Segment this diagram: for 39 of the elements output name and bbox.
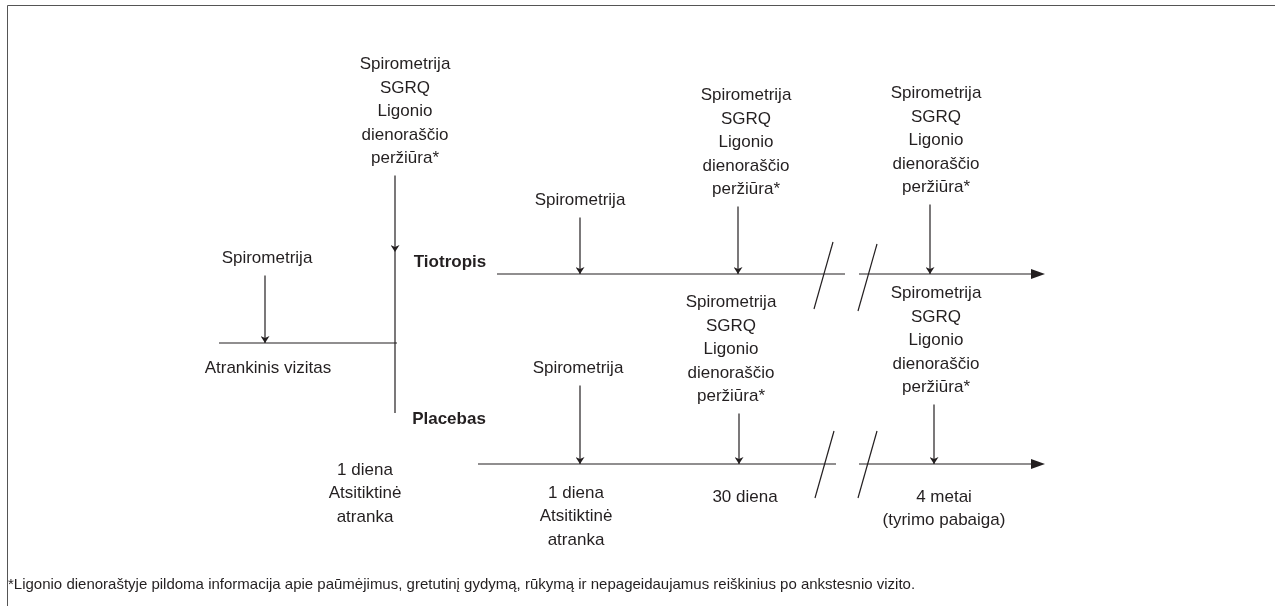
measurement-text: SGRQ xyxy=(704,314,758,337)
arrow xyxy=(576,216,584,275)
measurement-text: Spirometrija xyxy=(699,84,793,106)
arrow xyxy=(930,403,938,465)
arm-label: Tiotropis xyxy=(412,251,488,273)
measurement-text: Spirometrija xyxy=(220,247,314,269)
arrow xyxy=(735,412,743,465)
timepoint-label: (tyrimo pabaiga) xyxy=(881,509,1007,531)
measurement-text: SGRQ xyxy=(719,107,773,130)
timepoint-label: Atsitiktinė atranka xyxy=(538,505,614,551)
measurement-text: SGRQ xyxy=(378,76,432,99)
timeline xyxy=(478,459,1045,469)
measurement-text: Ligonio dienoraščio peržiūra* xyxy=(891,129,981,198)
arrow xyxy=(261,274,269,344)
timepoint-label: Atrankinis vizitas xyxy=(203,357,333,379)
arrow xyxy=(391,174,399,253)
measurement-text: Spirometrija xyxy=(531,357,625,379)
timepoint-label: 1 diena xyxy=(547,482,605,504)
timepoint-label: 1 diena xyxy=(336,459,394,481)
measurement-text: Spirometrija xyxy=(358,53,452,75)
measurement-text: Ligonio dienoraščio peržiūra* xyxy=(701,131,791,200)
measurement-text: Ligonio dienoraščio peržiūra* xyxy=(891,329,981,398)
measurement-text: Spirometrija xyxy=(889,282,983,304)
arrow xyxy=(734,205,742,275)
measurement-text: SGRQ xyxy=(909,305,963,328)
measurement-text: SGRQ xyxy=(909,105,963,128)
measurement-text: Ligonio dienoraščio peržiūra* xyxy=(686,338,776,407)
footnote: *Ligonio dienoraštyje pildoma informacija apie paūmėjimus, gretutinį gydymą, rūkymą ir nepageidaujamus reiškinius po ankstesnio vizito. xyxy=(8,574,916,594)
measurement-text: Ligonio dienoraščio peržiūra* xyxy=(360,100,450,169)
arrow xyxy=(576,384,584,465)
timeline xyxy=(497,269,1045,279)
measurement-text: Spirometrija xyxy=(684,291,778,313)
timepoint-label: Atsitiktinė atranka xyxy=(327,482,403,528)
timepoint-label: 4 metai xyxy=(915,486,973,508)
arrow xyxy=(926,203,934,275)
timepoint-label: 30 diena xyxy=(711,486,779,508)
measurement-text: Spirometrija xyxy=(889,82,983,104)
measurement-text: Spirometrija xyxy=(533,189,627,211)
arm-label: Placebas xyxy=(411,408,487,430)
